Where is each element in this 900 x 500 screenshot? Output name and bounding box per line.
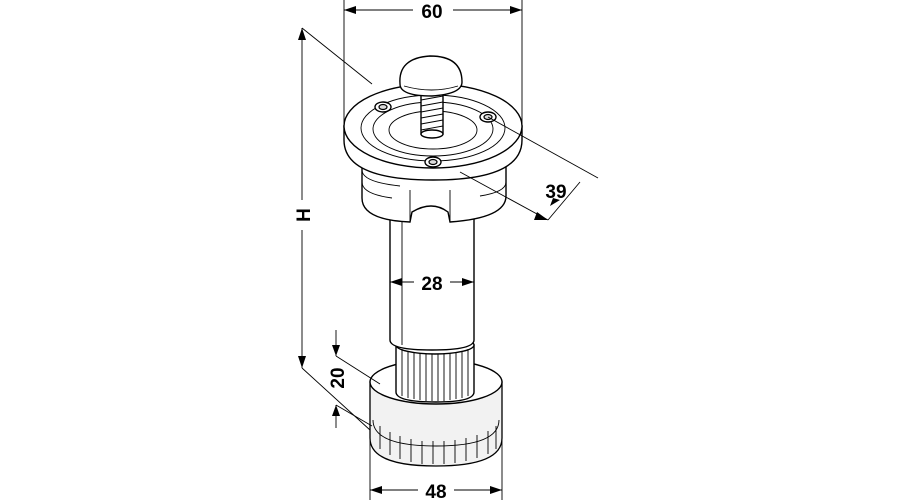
- label-bg-width: [413, 0, 453, 22]
- dim-label-collar: 20: [328, 367, 349, 388]
- dim-height: [298, 27, 373, 431]
- dim-label-flange: 39: [545, 182, 566, 203]
- label-bg-height: [293, 200, 313, 230]
- threaded-stud: [420, 87, 444, 139]
- label-bg-base: [418, 479, 454, 500]
- label-bg-tube: [414, 271, 450, 293]
- base-knurl: [379, 426, 497, 464]
- mushroom-head: [399, 55, 463, 97]
- dimensions: [298, 0, 599, 500]
- dim-label-width-top: 60: [421, 2, 442, 23]
- dim-label-height: H: [294, 208, 315, 222]
- dim-width-top: [343, 0, 523, 126]
- dim-label-tube: 28: [421, 274, 442, 295]
- dim-collar: [332, 330, 381, 428]
- dim-flange: [459, 116, 599, 221]
- leveling-foot-part: [343, 55, 523, 467]
- dim-label-base: 48: [425, 482, 446, 500]
